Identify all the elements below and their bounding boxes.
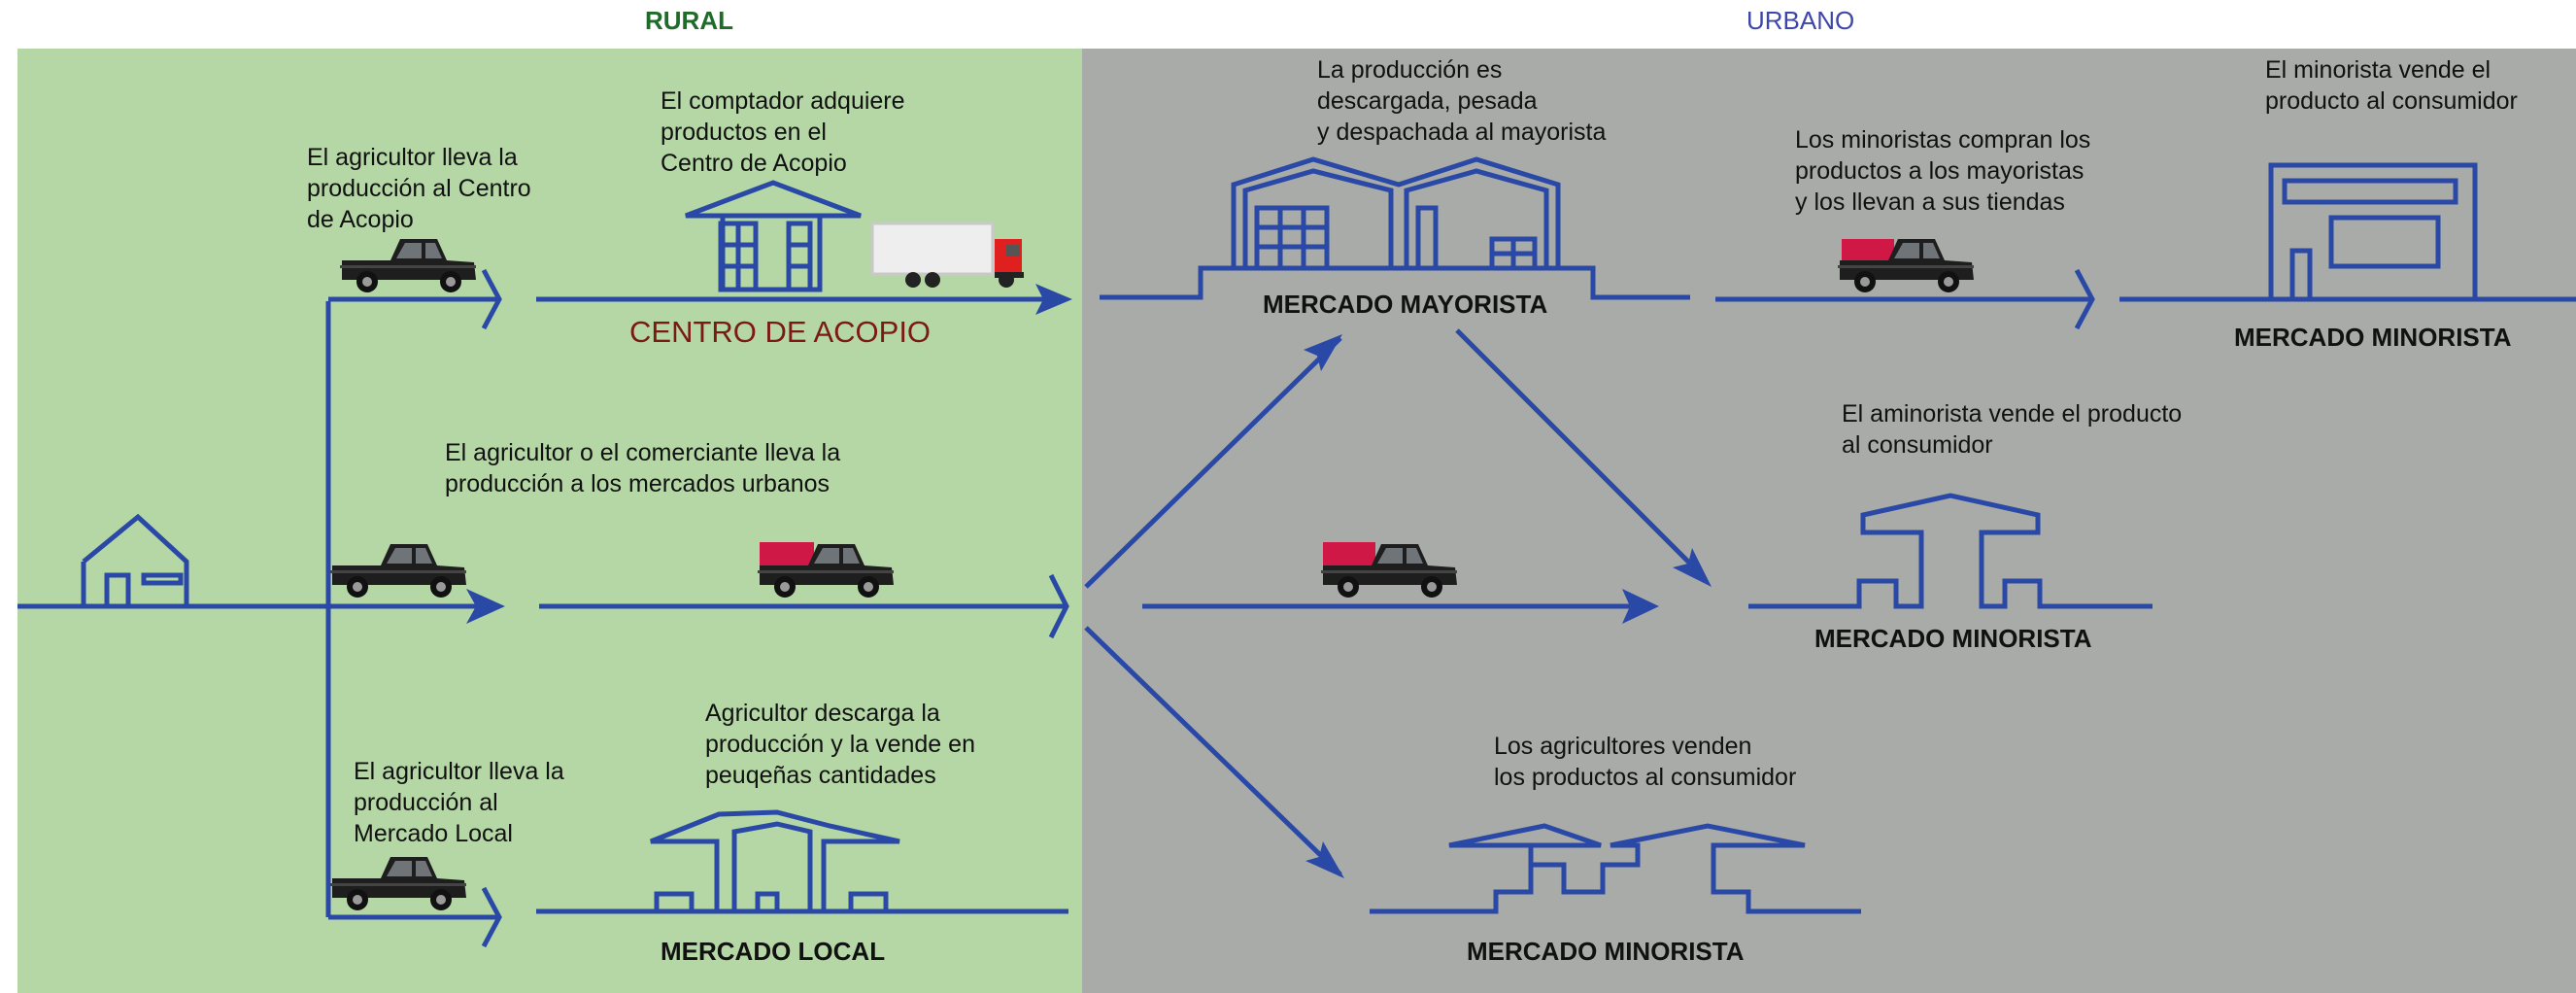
centro-acopio-name: CENTRO DE ACOPIO [629,315,932,349]
cargo-pickup-icon [758,542,894,598]
mercado-local-name: MERCADO LOCAL [661,937,886,966]
box-truck-icon [870,222,1024,288]
mercado-minorista-mid-building [1748,493,2152,609]
label-local-sell: Agricultor descarga la producción y la v… [705,700,975,789]
flow-lines [17,268,2576,948]
rural-title: RURAL [645,6,733,35]
label-buyer-acopio: El comptador adquiere productos en el Ce… [661,87,905,177]
mercado-local-building [536,809,1068,914]
mercado-mayorista-name: MERCADO MAYORISTA [1263,290,1548,319]
mercado-minorista-mid-name: MERCADO MINORISTA [1814,624,2092,653]
label-retailers-buy: Los minoristas compran los productos a l… [1795,126,2091,216]
label-farmers-sell: Los agricultores venden los productos al… [1494,733,1797,791]
cargo-pickup-icon [1321,542,1457,598]
mercado-minorista-bottom-building [1370,823,1861,914]
cargo-pickup-icon [1838,239,1974,292]
label-aminorista-sells: El aminorista vende el producto al consu… [1842,400,2183,459]
rural-zone [17,49,1082,993]
label-wholesale-process: La producción es descargada, pesada y de… [1317,56,1607,146]
mercado-minorista-bottom-name: MERCADO MINORISTA [1467,937,1745,966]
label-farmer-to-local: El agricultor lleva la producción al Mer… [354,758,564,847]
urban-title: URBANO [1746,6,1855,35]
urban-zone [1082,49,2576,993]
mercado-mayorista-building [1100,156,1690,300]
label-farmer-to-acopio: El agricultor lleva la producción al Cen… [307,144,531,233]
mercado-minorista-top-name: MERCADO MINORISTA [2234,323,2512,352]
mercado-minorista-top-building [2268,162,2478,302]
label-farmer-to-urban: El agricultor o el comerciante lleva la … [445,439,841,497]
centro-acopio-building [685,180,862,292]
label-retailer-sells: El minorista vende el producto al consum… [2265,56,2518,115]
